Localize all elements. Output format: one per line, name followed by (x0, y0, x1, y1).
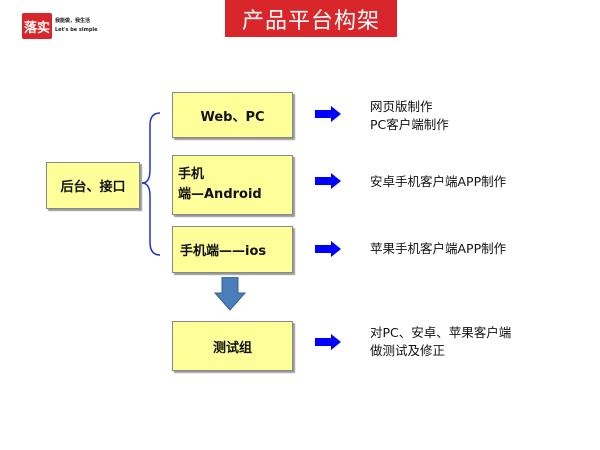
note-line: PC客户端制作 (370, 117, 449, 132)
platform-box-android: 手机端—Android (172, 155, 293, 215)
platform-label: Web、PC (200, 109, 265, 125)
logo-tagline: Let's be simple (55, 27, 98, 33)
backend-label: 后台、接口 (60, 180, 126, 195)
note-ios: 苹果手机客户端APP制作 (370, 240, 506, 258)
logo-slogan: 我能做，我生活 (55, 18, 91, 24)
platform-label: 手机端——ios (180, 244, 267, 259)
note-line: 安卓手机客户端APP制作 (370, 174, 507, 189)
down-arrow-icon (214, 277, 246, 311)
platform-box-ios: 手机端——ios (172, 226, 293, 273)
note-line: 网页版制作 (370, 99, 433, 114)
platform-box-web: Web、PC (172, 92, 293, 138)
note-web: 网页版制作 PC客户端制作 (370, 98, 449, 134)
platform-label: 端—Android (178, 187, 262, 202)
note-line: 对PC、安卓、苹果客户端 (370, 325, 512, 340)
note-test: 对PC、安卓、苹果客户端做测试及修正 (370, 324, 511, 360)
test-box: 测试组 (172, 321, 293, 371)
page-title: 产品平台构架 (225, 0, 397, 37)
note-line: 苹果手机客户端APP制作 (370, 241, 507, 256)
test-label: 测试组 (212, 340, 252, 356)
logo: 落实 (22, 13, 52, 39)
brace (141, 112, 161, 256)
note-android: 安卓手机客户端APP制作 (370, 173, 506, 191)
note-line: 做测试及修正 (370, 343, 446, 358)
platform-label: 手机 (178, 167, 205, 182)
backend-box: 后台、接口 (46, 162, 140, 209)
right-arrow-icon (315, 106, 341, 122)
logo-text: 我能做，我生活 Let's be simple (55, 17, 98, 35)
right-arrow-icon (315, 334, 341, 350)
right-arrow-icon (315, 173, 341, 189)
right-arrow-icon (315, 241, 341, 257)
